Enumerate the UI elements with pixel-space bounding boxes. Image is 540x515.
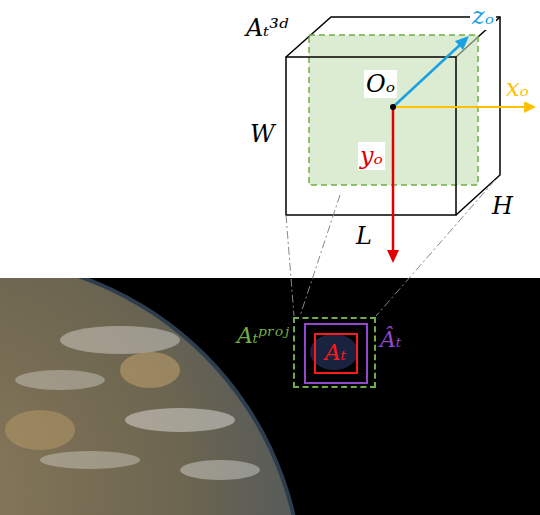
earth-disc <box>0 278 300 515</box>
earth <box>0 278 304 515</box>
projection-line <box>286 215 294 316</box>
box-caption: Âₜ <box>380 327 401 353</box>
cloud <box>60 326 180 354</box>
estimate-box: ÂₜAₜ <box>304 323 368 384</box>
land <box>5 410 75 450</box>
cloud <box>15 370 105 390</box>
axis-label: zₒ <box>470 2 496 30</box>
dimension-label: W <box>248 120 277 148</box>
origin-dot <box>390 104 396 110</box>
z-arrowhead <box>455 36 469 50</box>
land <box>120 352 180 388</box>
dimension-label: L <box>354 222 374 250</box>
projection-line <box>300 195 340 316</box>
x-arrowhead <box>524 101 536 113</box>
cloud <box>180 460 260 480</box>
box-caption: Aₜᵖʳᵒʲ <box>237 323 289 349</box>
axis-label: xₒ <box>504 74 531 102</box>
axis-label: yₒ <box>358 142 385 170</box>
box-label: Aₜ <box>325 340 346 366</box>
z-axis <box>393 43 462 107</box>
cube-front <box>286 57 456 215</box>
atmosphere <box>0 278 304 515</box>
y-axis <box>392 107 395 252</box>
cloud <box>125 408 235 432</box>
x-axis <box>393 106 526 108</box>
box-name: Aₜ³ᵈ <box>244 14 290 42</box>
cloud <box>40 451 140 469</box>
target-box: Aₜ <box>314 333 358 374</box>
projection-box: AₜᵖʳᵒʲÂₜAₜ <box>293 317 376 388</box>
dimension-label: H <box>490 192 515 220</box>
y-arrowhead <box>387 250 399 263</box>
satellite <box>310 334 358 370</box>
origin-label: Oₒ <box>364 70 397 98</box>
